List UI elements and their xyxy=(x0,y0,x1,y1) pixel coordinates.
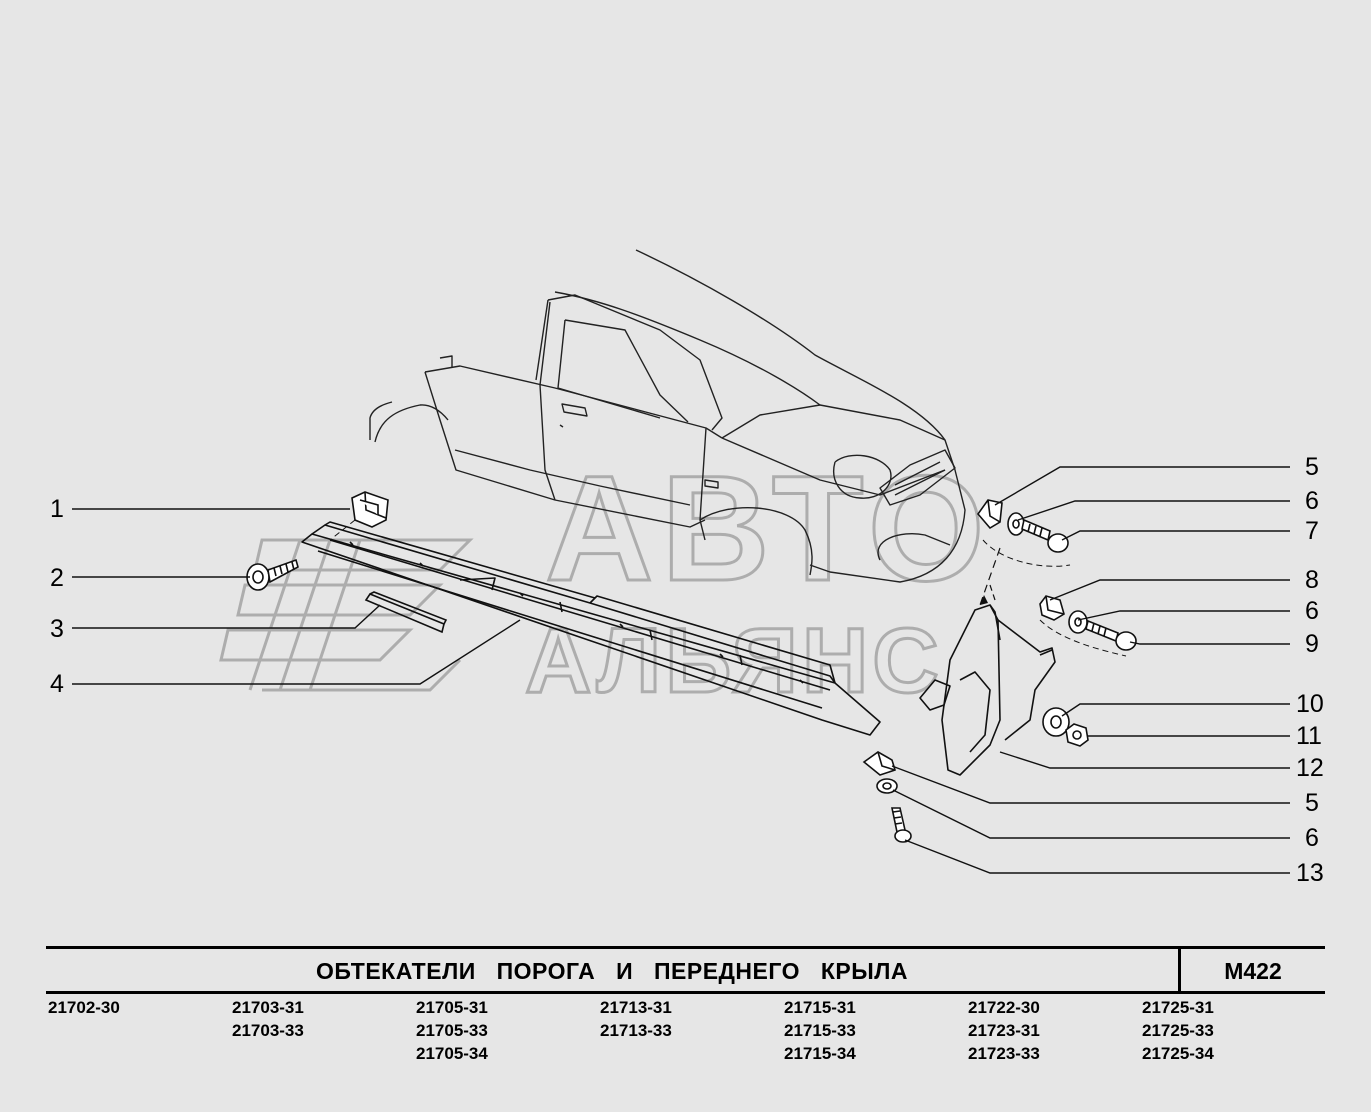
model-number: 21723-33 xyxy=(968,1044,1040,1063)
model-column: 21725-31 21725-33 21725-34 xyxy=(1142,996,1214,1065)
callout-9: 9 xyxy=(1305,630,1319,658)
callout-6-bottom: 6 xyxy=(1305,824,1319,852)
part3-strip xyxy=(364,591,448,634)
diagram-code: М422 xyxy=(1224,958,1282,984)
model-number: 21703-33 xyxy=(232,1021,304,1040)
callout-10: 10 xyxy=(1296,690,1324,718)
callout-3: 3 xyxy=(50,615,64,643)
mudflap xyxy=(919,604,1056,776)
callout-12: 12 xyxy=(1296,754,1324,782)
model-number: 21722-30 xyxy=(968,998,1040,1017)
model-number: 21703-31 xyxy=(232,998,304,1017)
model-number: 21725-34 xyxy=(1142,1044,1214,1063)
lower-fasteners xyxy=(862,751,912,843)
mid-fasteners xyxy=(1039,595,1137,651)
part1-clip xyxy=(351,491,389,528)
model-number: 21702-30 xyxy=(48,998,120,1017)
model-column: 21722-30 21723-31 21723-33 xyxy=(968,996,1040,1065)
car-outline xyxy=(369,249,966,583)
callout-7: 7 xyxy=(1305,517,1319,545)
model-number: 21715-34 xyxy=(784,1044,856,1063)
part2-screw xyxy=(246,558,299,591)
callout-11: 11 xyxy=(1296,722,1322,750)
callout-6-top: 6 xyxy=(1305,487,1319,515)
model-column: 21703-31 21703-33 xyxy=(232,996,304,1042)
model-number: 21715-31 xyxy=(784,998,856,1017)
callout-4: 4 xyxy=(50,670,64,698)
model-column: 21713-31 21713-33 xyxy=(600,996,672,1042)
callout-6-mid: 6 xyxy=(1305,597,1319,625)
model-column: 21715-31 21715-33 21715-34 xyxy=(784,996,856,1065)
callout-13: 13 xyxy=(1296,859,1324,887)
title-block: ОБТЕКАТЕЛИ ПОРОГА И ПЕРЕДНЕГО КРЫЛА М422 xyxy=(46,946,1325,994)
leader-lines xyxy=(72,466,1290,874)
model-number: 21715-33 xyxy=(784,1021,856,1040)
callout-2: 2 xyxy=(50,564,64,592)
model-number: 21713-31 xyxy=(600,998,672,1017)
title-divider xyxy=(1178,949,1181,991)
callout-1: 1 xyxy=(50,495,64,523)
parts-diagram: АВТО АЛЬЯНС xyxy=(72,249,1290,874)
model-number: 21705-31 xyxy=(416,998,488,1017)
model-number: 21725-31 xyxy=(1142,998,1214,1017)
model-number: 21725-33 xyxy=(1142,1021,1214,1040)
model-column: 21705-31 21705-33 21705-34 xyxy=(416,996,488,1065)
sill-trim xyxy=(301,521,881,736)
watermark-logo: АВТО АЛЬЯНС xyxy=(219,443,993,714)
model-number: 21705-33 xyxy=(416,1021,488,1040)
callout-8: 8 xyxy=(1305,566,1319,594)
callout-5-top: 5 xyxy=(1305,453,1319,481)
upper-fasteners xyxy=(976,499,1069,553)
model-number: 21713-33 xyxy=(600,1021,672,1040)
model-number: 21723-31 xyxy=(968,1021,1040,1040)
model-column: 21702-30 xyxy=(48,996,120,1019)
watermark-line1: АВТО xyxy=(545,444,993,612)
callout-5-bottom: 5 xyxy=(1305,789,1319,817)
page-title: ОБТЕКАТЕЛИ ПОРОГА И ПЕРЕДНЕГО КРЫЛА xyxy=(315,958,909,984)
model-number: 21705-34 xyxy=(416,1044,488,1063)
